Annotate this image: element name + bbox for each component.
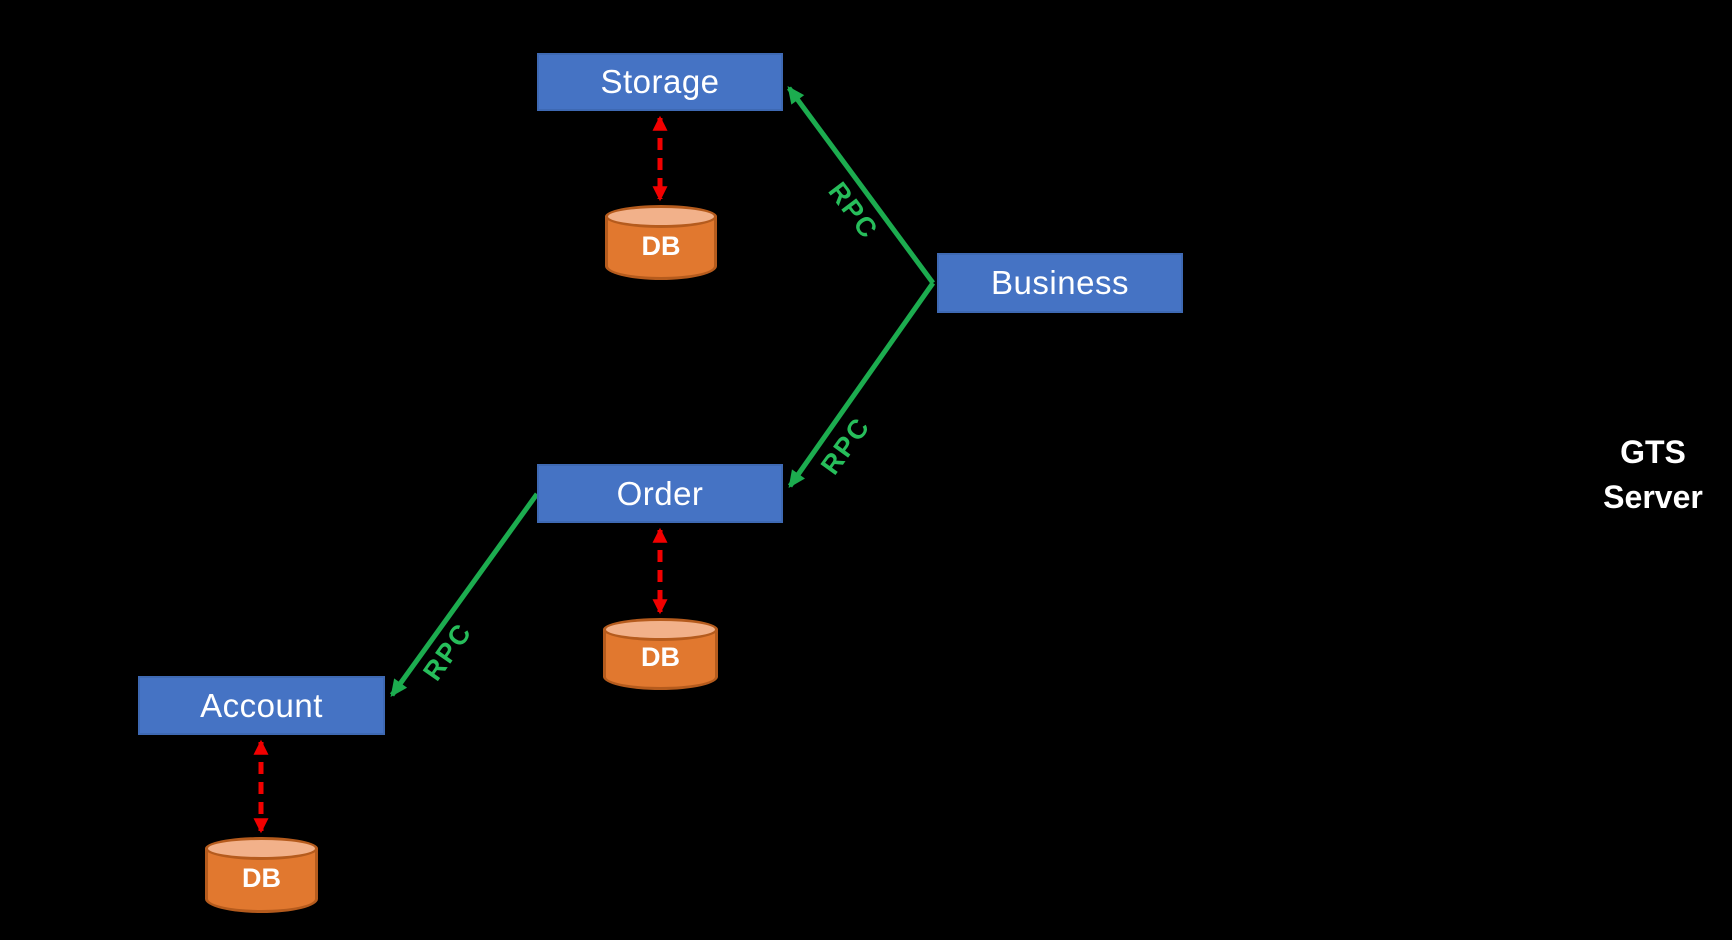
database-account-db-label: DB (242, 863, 281, 894)
db-cylinder-top (605, 205, 717, 228)
node-storage: Storage (537, 53, 783, 111)
rpc-arrow-business-to-storage (786, 86, 936, 285)
rpc-arrow-order-to-account (389, 492, 540, 697)
database-order-db-label: DB (641, 642, 680, 673)
db-cylinder-body (605, 216, 717, 280)
node-storage-label: Storage (600, 63, 720, 100)
node-business: Business (937, 253, 1183, 313)
db-cylinder-body (603, 629, 718, 690)
node-order: Order (537, 464, 783, 523)
gts-server-line2: Server (1603, 479, 1703, 515)
db-cylinder-top (205, 837, 318, 860)
database-storage-db: DB (605, 205, 717, 280)
node-account-label: Account (200, 686, 323, 724)
gts-server-label: GTS Server (1578, 430, 1728, 520)
database-storage-db-label: DB (641, 230, 681, 261)
gts-server-line1: GTS (1620, 434, 1686, 470)
node-account: Account (138, 676, 385, 735)
rpc-arrow-business-to-order (787, 281, 936, 489)
db-cylinder-top (603, 618, 718, 641)
database-order-db: DB (603, 618, 718, 690)
node-business-label: Business (991, 264, 1129, 301)
database-account-db: DB (205, 837, 318, 913)
node-order-label: Order (616, 474, 704, 512)
